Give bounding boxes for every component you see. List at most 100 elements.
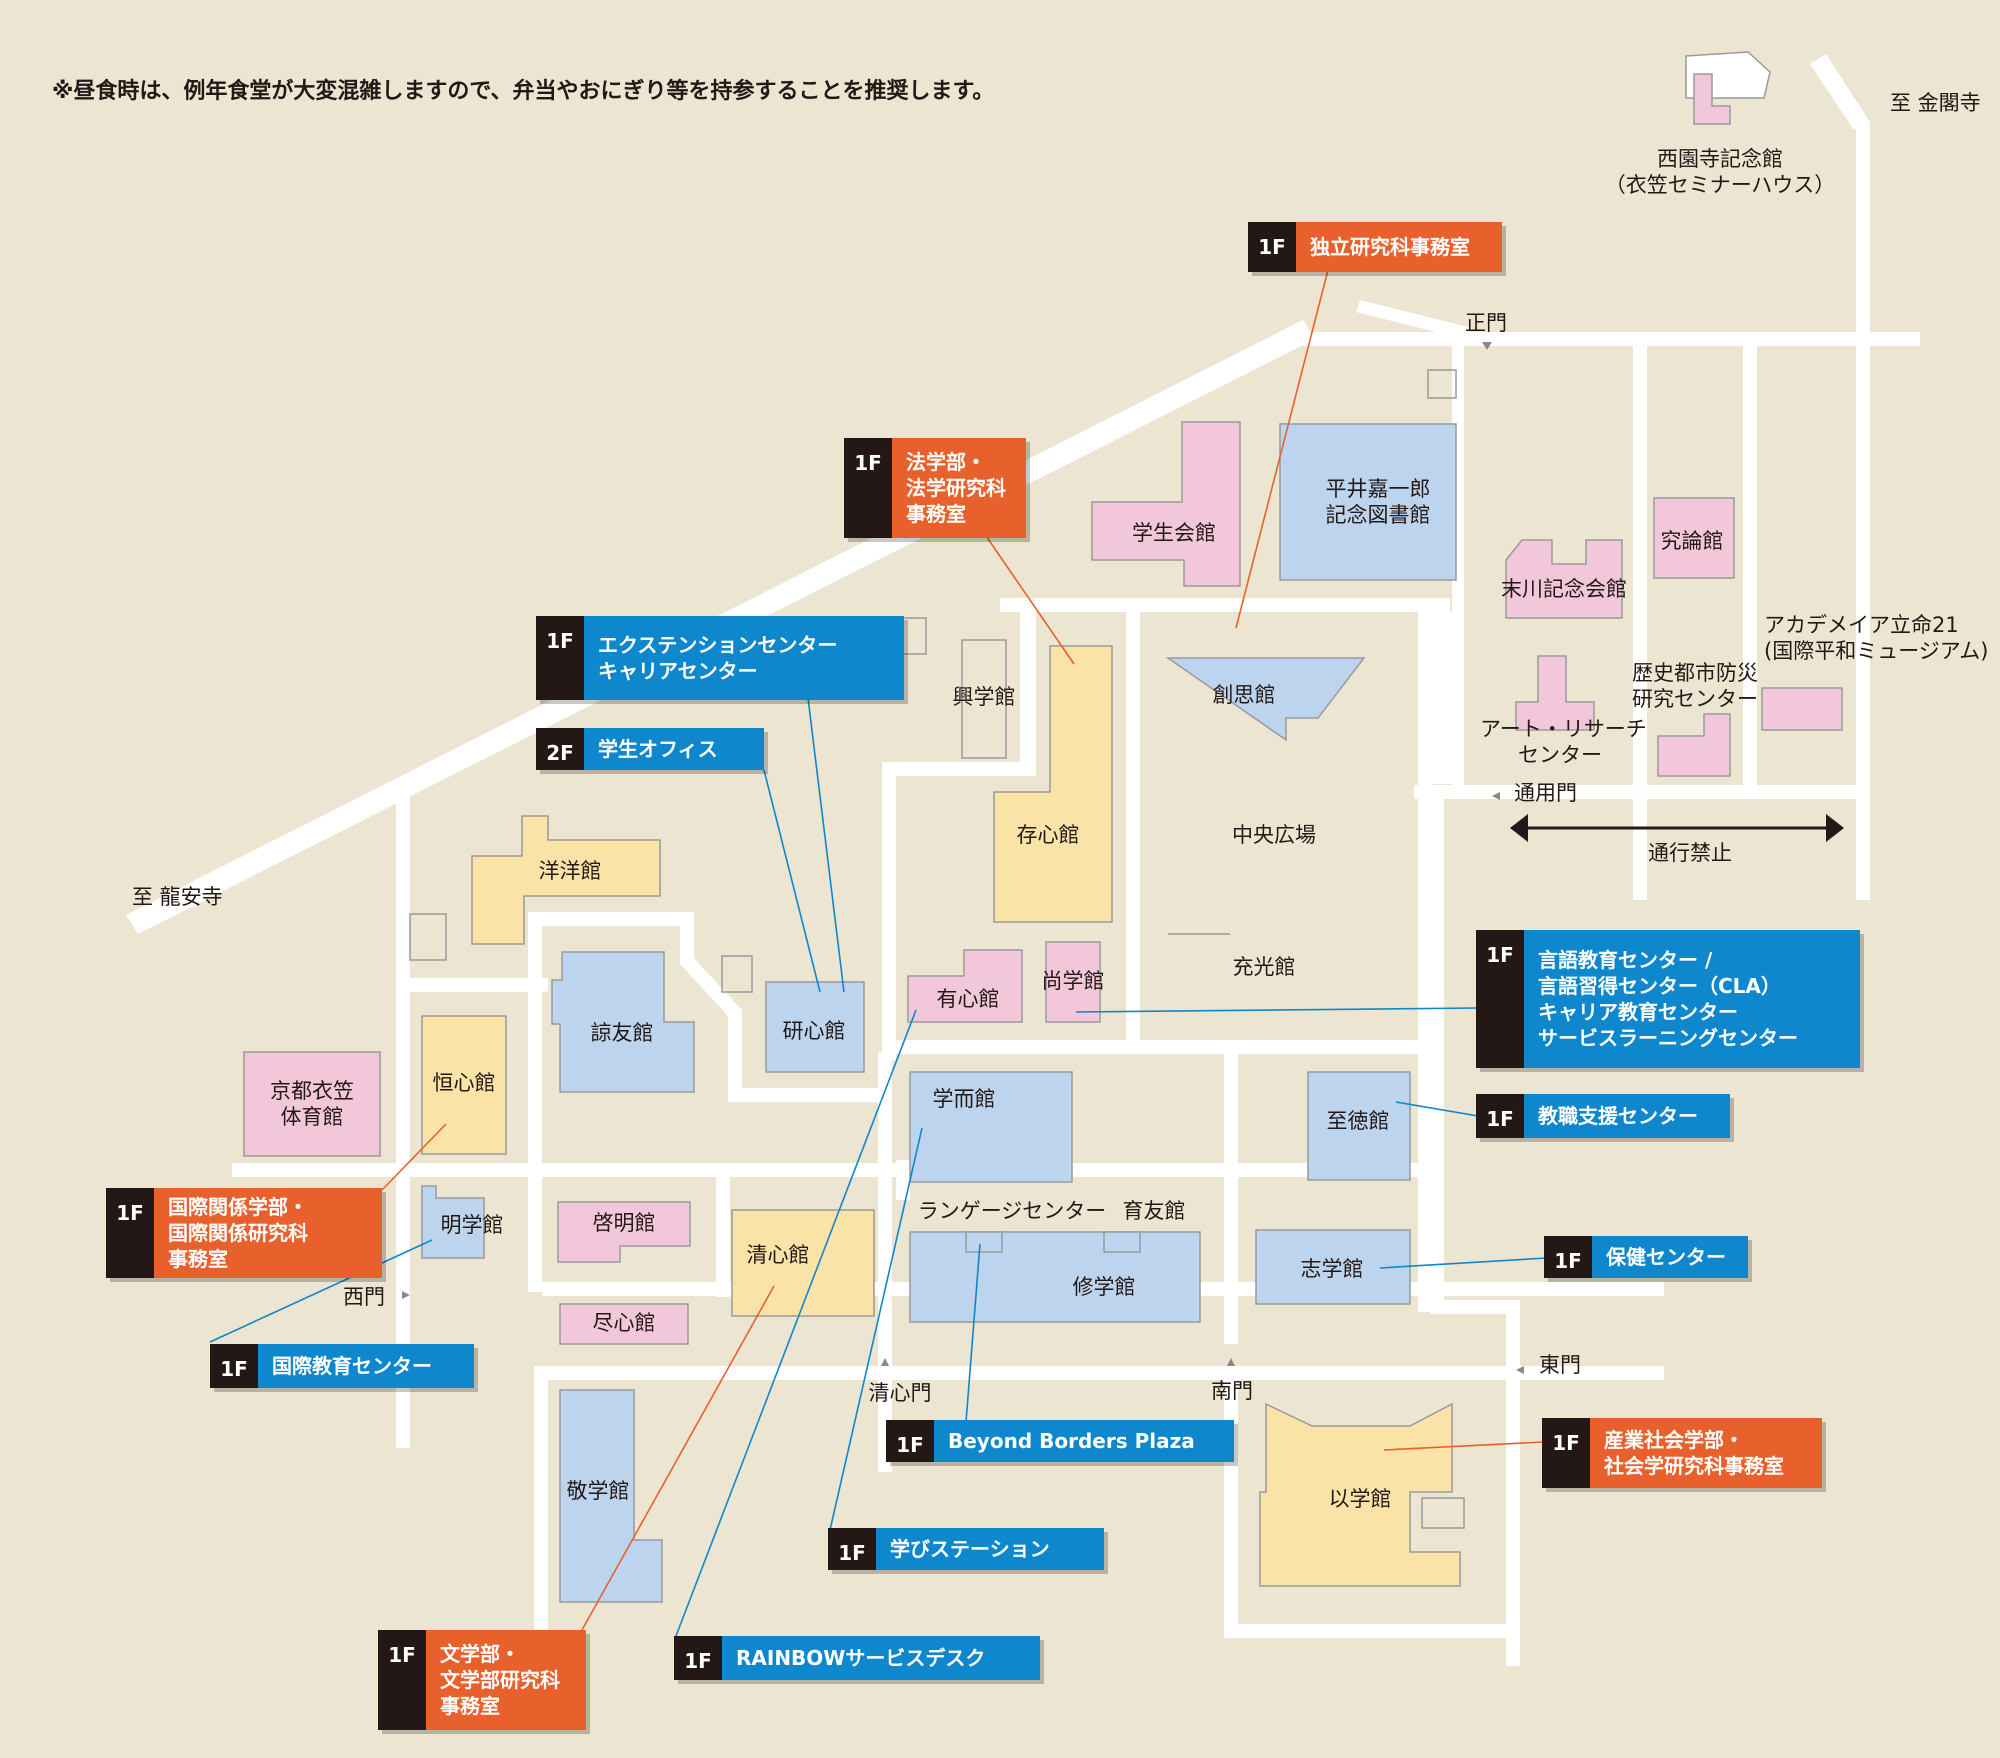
small-square-ne <box>1427 369 1457 399</box>
callout-body <box>426 1630 586 1730</box>
label-kyoto-2: 体育館 <box>281 1105 344 1129</box>
road-h-985 <box>396 978 548 992</box>
road-v-885 <box>878 1052 892 1472</box>
small-rect-west <box>409 913 447 961</box>
callout-floor-tab <box>828 1528 876 1570</box>
road-v-403 <box>396 788 410 1448</box>
callout-text-line: 国際関係研究科 <box>168 1221 308 1245</box>
leader-beyond <box>965 1243 981 1423</box>
callout-text-line: サービスラーニングセンター <box>1538 1026 1798 1050</box>
callout-body <box>584 728 764 770</box>
leader-manabi <box>829 1127 923 1531</box>
road-v-723 <box>716 1177 730 1297</box>
label-kyoto-1: 京都衣笠 <box>270 1079 354 1103</box>
seishin-building <box>731 1209 875 1317</box>
callout-floor: 1F <box>684 1649 712 1673</box>
label-west-gate: 西門 <box>343 1285 385 1309</box>
callout-body <box>1590 1418 1822 1488</box>
jinshin-building <box>559 1303 689 1345</box>
label-art-1: アート・リサーチ <box>1480 717 1647 741</box>
road-h-1170 <box>232 1163 1436 1177</box>
label-yushin: 有心館 <box>937 987 1000 1011</box>
callout-text-line: RAINBOWサービスデスク <box>736 1646 985 1670</box>
callout-floor-tab <box>1476 930 1524 1068</box>
label-gakuji: 学而館 <box>933 1087 996 1111</box>
callout-text-line: 国際教育センター <box>272 1354 432 1378</box>
label-keigaku: 敬学館 <box>567 1479 630 1503</box>
leader-gengo <box>1075 1007 1479 1013</box>
road-v-1133 <box>1126 610 1140 1040</box>
callout-body <box>584 616 904 700</box>
label-meigaku: 明学館 <box>441 1213 504 1237</box>
label-rekishi-2: 研究センター <box>1632 687 1758 711</box>
soshi-building <box>1165 657 1366 742</box>
callout-text-line: 社会学研究科事務室 <box>1603 1454 1784 1478</box>
callout-floor: 1F <box>116 1201 144 1225</box>
shogaku-building <box>1045 941 1101 1023</box>
leader-sangyo <box>1383 1441 1545 1451</box>
label-gakusei: 学生会館 <box>1132 521 1216 545</box>
label-soshi: 創思館 <box>1213 683 1276 707</box>
road-v-535 <box>528 912 542 1292</box>
callout-floor-tab <box>378 1630 426 1730</box>
callout-text-line: 学びステーション <box>890 1537 1050 1561</box>
hirai-library-building <box>1279 423 1457 581</box>
label-kyuron: 究論館 <box>1661 529 1724 553</box>
label-shugaku: 修学館 <box>1073 1275 1136 1299</box>
callout-body <box>154 1188 382 1278</box>
road-h-1047 <box>896 1040 1436 1054</box>
yushin-building <box>907 949 1023 1023</box>
gakuji-building <box>909 1071 1073 1183</box>
label-main-gate: 正門 <box>1465 311 1507 335</box>
label-yoyo: 洋洋館 <box>539 859 602 883</box>
label-art-2: センター <box>1518 743 1602 767</box>
direction-ryoanji: 至 龍安寺 <box>132 885 223 909</box>
callout-beyond: 1F Beyond Borders Plaza <box>886 1420 1238 1466</box>
callout-text-line: 文学部研究科 <box>440 1668 560 1692</box>
small-rect-kenshin <box>721 955 753 993</box>
shitoku-building <box>1307 1071 1411 1181</box>
callout-floor-tab <box>210 1344 258 1388</box>
suekawa-building <box>1505 539 1623 619</box>
callout-floor: 1F <box>854 451 882 475</box>
label-ryoyu: 諒友館 <box>591 1021 654 1045</box>
label-jinshin: 尽心館 <box>593 1311 656 1335</box>
callout-body <box>722 1636 1040 1680</box>
callout-text-line: キャリア教育センター <box>1538 1000 1738 1024</box>
callout-floor-tab <box>844 438 892 538</box>
callout-body <box>892 438 1026 538</box>
road-v-1750 <box>1743 340 1757 795</box>
label-kogaku: 興学館 <box>953 685 1016 709</box>
label-shitoku: 至徳館 <box>1327 1109 1390 1133</box>
callout-text-line: Beyond Borders Plaza <box>948 1429 1195 1453</box>
road-zonshin-west <box>882 612 1036 1060</box>
label-tsuyo-gate: 通用門 <box>1514 781 1577 805</box>
meigaku-building <box>421 1185 485 1259</box>
leader-kyoshoku <box>1395 1101 1479 1117</box>
label-keimei: 啓明館 <box>593 1211 656 1235</box>
kogaku-building <box>961 639 1007 759</box>
callout-text-line: 教職支援センター <box>1538 1104 1698 1128</box>
north-road <box>1303 332 1920 346</box>
koshin-building <box>421 1015 507 1155</box>
callout-text-line: 学生オフィス <box>598 737 718 761</box>
road-v-541 <box>534 1380 548 1666</box>
callout-floor: 1F <box>896 1433 924 1457</box>
label-south-gate: 南門 <box>1211 1379 1253 1403</box>
buildings <box>243 51 1843 1603</box>
callout-body <box>258 1344 474 1388</box>
callout-body <box>876 1528 1104 1570</box>
callout-text-line: 文学部・ <box>440 1642 520 1666</box>
road-stub <box>896 1160 910 1200</box>
leader-lines <box>209 269 1547 1637</box>
callout-text-line: 事務室 <box>906 502 966 526</box>
east-edge-road <box>1856 122 1870 900</box>
callout-floor: 1F <box>1486 943 1514 967</box>
